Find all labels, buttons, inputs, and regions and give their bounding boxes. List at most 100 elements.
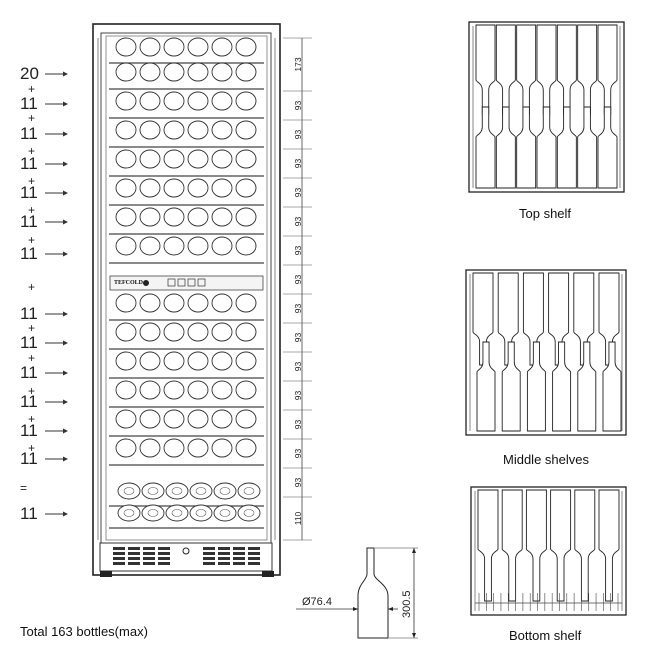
count-arrow-head <box>63 131 68 137</box>
vent-slot <box>218 557 230 560</box>
count-separator: + <box>28 321 35 335</box>
bottle-bottom <box>115 207 137 227</box>
bottle-side-view <box>556 106 577 189</box>
bottle-bottom <box>187 293 209 313</box>
bottle-bottom <box>235 322 257 342</box>
bottle-bottom <box>139 322 161 342</box>
diameter-label: Ø76.4 <box>302 596 332 608</box>
shelf-bottle-count: 11 <box>20 212 38 231</box>
bottle-bottom <box>235 178 257 198</box>
bottle-punt <box>147 487 159 495</box>
count-arrow-head <box>63 311 68 317</box>
bottle-bottom <box>187 62 209 82</box>
bottle-bottom <box>115 438 137 458</box>
bottle-bottom <box>187 409 209 429</box>
bottom-shelf-panel <box>470 486 627 616</box>
top-shelf-caption: Top shelf <box>519 206 572 221</box>
brand-label: TEFCOLD <box>114 280 144 286</box>
count-equals: = <box>20 481 27 495</box>
shelf-bottle-count: 11 <box>20 421 38 440</box>
bottle-bottom <box>189 504 213 522</box>
count-arrow-head <box>63 370 68 376</box>
shelf-bottle-count: 11 <box>20 304 38 323</box>
bottle-bottom <box>163 149 185 169</box>
count-arrow-head <box>63 428 68 434</box>
vent-slot <box>128 557 140 560</box>
lock-icon <box>182 547 190 555</box>
shelf-bottle-count: 11 <box>20 363 38 382</box>
bottle-punt <box>147 509 159 517</box>
bottle-bottom <box>235 293 257 313</box>
bottle-punt <box>195 509 207 517</box>
bottle-bottom <box>211 62 233 82</box>
dimension-label: 93 <box>293 246 303 256</box>
bottle-bottom <box>139 351 161 371</box>
vent-slot <box>143 557 155 560</box>
bottle-bottom <box>163 91 185 111</box>
count-arrow-head <box>63 219 68 225</box>
vent-slot <box>158 562 170 565</box>
dimension-label: 110 <box>293 511 303 525</box>
dimension-label: 93 <box>293 333 303 343</box>
shelf-bottle-count: 11 <box>20 449 38 468</box>
bottle-bottom <box>141 504 165 522</box>
vent-slot <box>248 562 260 565</box>
bottle-outline <box>357 547 389 639</box>
vent-grilles <box>113 547 260 565</box>
bottle-bottom <box>211 207 233 227</box>
count-arrow-head <box>63 511 68 517</box>
bottle-bottom <box>211 149 233 169</box>
bottle-bottom <box>115 91 137 111</box>
shelf-bottle-count: 11 <box>20 94 38 113</box>
dimension-label: 93 <box>293 420 303 430</box>
bottle-bottom <box>211 438 233 458</box>
count-separator: + <box>28 82 35 96</box>
bottle-side-view <box>526 341 546 432</box>
bottle-punt <box>123 509 135 517</box>
dimension-label: 93 <box>293 362 303 372</box>
bottle-bottom <box>139 62 161 82</box>
vent-slot <box>233 557 245 560</box>
bottle-side-view <box>550 489 572 602</box>
shelves <box>109 37 264 529</box>
height-arrow <box>412 548 416 553</box>
bottle-bottom <box>211 120 233 140</box>
bottle-bottom <box>211 351 233 371</box>
bottle-bottom <box>237 482 261 500</box>
bottle-bottom <box>115 62 137 82</box>
bottle-bottom <box>139 236 161 256</box>
bottle-bottom <box>187 236 209 256</box>
bottle-bottom <box>213 482 237 500</box>
bottle-bottom <box>139 149 161 169</box>
bottle-bottom <box>115 380 137 400</box>
bottle-bottom <box>235 351 257 371</box>
bottle-bottom <box>187 207 209 227</box>
vent-slot <box>143 562 155 565</box>
vent-slot <box>203 562 215 565</box>
count-arrow-head <box>63 399 68 405</box>
count-separator: + <box>28 174 35 188</box>
bottle-bottom <box>165 482 189 500</box>
bottle-bottom <box>115 149 137 169</box>
vent-slot <box>113 547 125 550</box>
bottle-side-view <box>475 106 496 189</box>
bottle-bottom <box>235 149 257 169</box>
cabinet-front <box>92 23 281 577</box>
bottle-bottom <box>139 293 161 313</box>
shelf-bottle-count: 20 <box>20 64 39 83</box>
vent-slot <box>128 562 140 565</box>
bottle-bottom <box>211 380 233 400</box>
bottle-bottom <box>235 62 257 82</box>
total-bottles-caption: Total 163 bottles(max) <box>20 624 148 639</box>
vent-slot <box>203 552 215 555</box>
bottle-bottom <box>139 207 161 227</box>
bottle-bottom <box>211 322 233 342</box>
dimension-label: 93 <box>293 449 303 459</box>
bottle-bottom <box>139 438 161 458</box>
vent-slot <box>158 557 170 560</box>
bottle-side-view <box>598 489 620 602</box>
bottle-bottom <box>187 380 209 400</box>
top-shelf-panel <box>468 21 625 193</box>
bottle-bottom <box>163 62 185 82</box>
vent-slot <box>113 552 125 555</box>
